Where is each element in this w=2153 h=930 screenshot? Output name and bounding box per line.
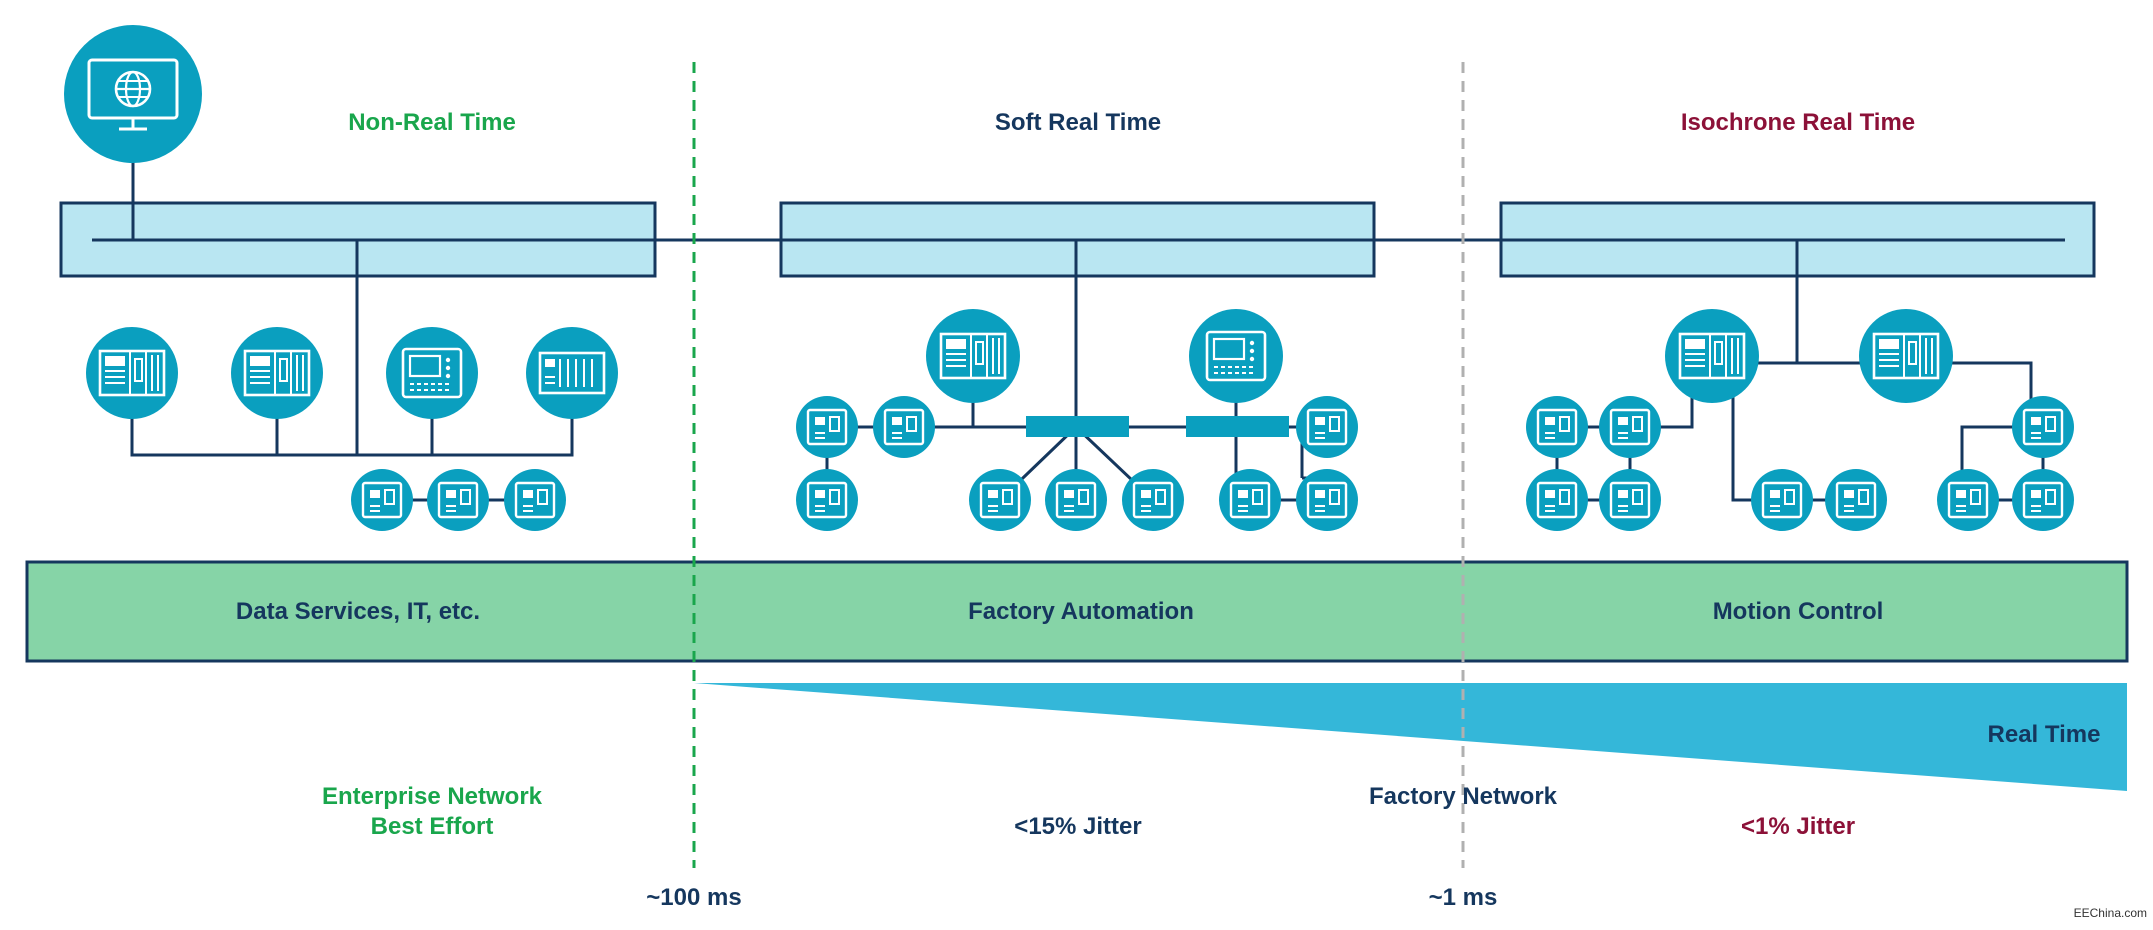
io-module-icon — [1296, 469, 1358, 531]
zone-label-soft-real-time: Soft Real Time — [995, 109, 1161, 136]
io-module-icon — [351, 469, 413, 531]
io-module-icon — [427, 469, 489, 531]
io-module-icon — [1599, 469, 1661, 531]
domain-label-factory-automation: Factory Automation — [968, 598, 1194, 625]
io-module-icon — [1122, 469, 1184, 531]
io-module-icon — [2012, 396, 2074, 458]
domain-label-data-services: Data Services, IT, etc. — [236, 598, 480, 625]
io-module-icon — [1296, 396, 1358, 458]
real-time-wedge — [694, 683, 2127, 791]
io-module-icon — [1751, 469, 1813, 531]
io-module-icon — [2012, 469, 2074, 531]
io-module-icon — [1526, 396, 1588, 458]
io-module-icon — [1045, 469, 1107, 531]
io-module-icon — [796, 469, 858, 531]
io-module-icon — [873, 396, 935, 458]
iso-jitter-label: <1% Jitter — [1741, 813, 1855, 840]
io-module-icon — [1526, 469, 1588, 531]
zone-label-isochrone-real-time: Isochrone Real Time — [1681, 109, 1915, 136]
io-module-icon — [969, 469, 1031, 531]
io-module-icon — [1219, 469, 1281, 531]
hmi-panel-icon — [1189, 309, 1283, 403]
io-module-icon — [504, 469, 566, 531]
switch-bar-2 — [1186, 416, 1289, 437]
watermark: EEChina.com — [2073, 906, 2147, 920]
threshold-1ms-label: ~1 ms — [1429, 884, 1498, 911]
io-module-icon — [796, 396, 858, 458]
best-effort-label: Best Effort — [371, 813, 494, 840]
real-time-label: Real Time — [1988, 721, 2101, 748]
enterprise-network-label: Enterprise Network — [322, 783, 543, 810]
plc-icon — [86, 327, 178, 419]
io-module-icon — [1937, 469, 1999, 531]
hmi-panel-icon — [386, 327, 478, 419]
plc-icon — [1859, 309, 1953, 403]
factory-network-label: Factory Network — [1369, 783, 1558, 810]
zone-label-non-real-time: Non-Real Time — [348, 109, 516, 136]
io-module-icon — [1825, 469, 1887, 531]
plc-icon — [1665, 309, 1759, 403]
threshold-100ms-label: ~100 ms — [646, 884, 741, 911]
soft-jitter-label: <15% Jitter — [1014, 813, 1141, 840]
plc-icon — [926, 309, 1020, 403]
io-module-icon — [1599, 396, 1661, 458]
globe-monitor-icon — [64, 25, 202, 163]
domain-band — [25, 560, 2129, 663]
plc-icon — [231, 327, 323, 419]
io-module-icon — [526, 327, 618, 419]
domain-label-motion-control: Motion Control — [1713, 598, 1884, 625]
switch-bar-1 — [1026, 416, 1129, 437]
